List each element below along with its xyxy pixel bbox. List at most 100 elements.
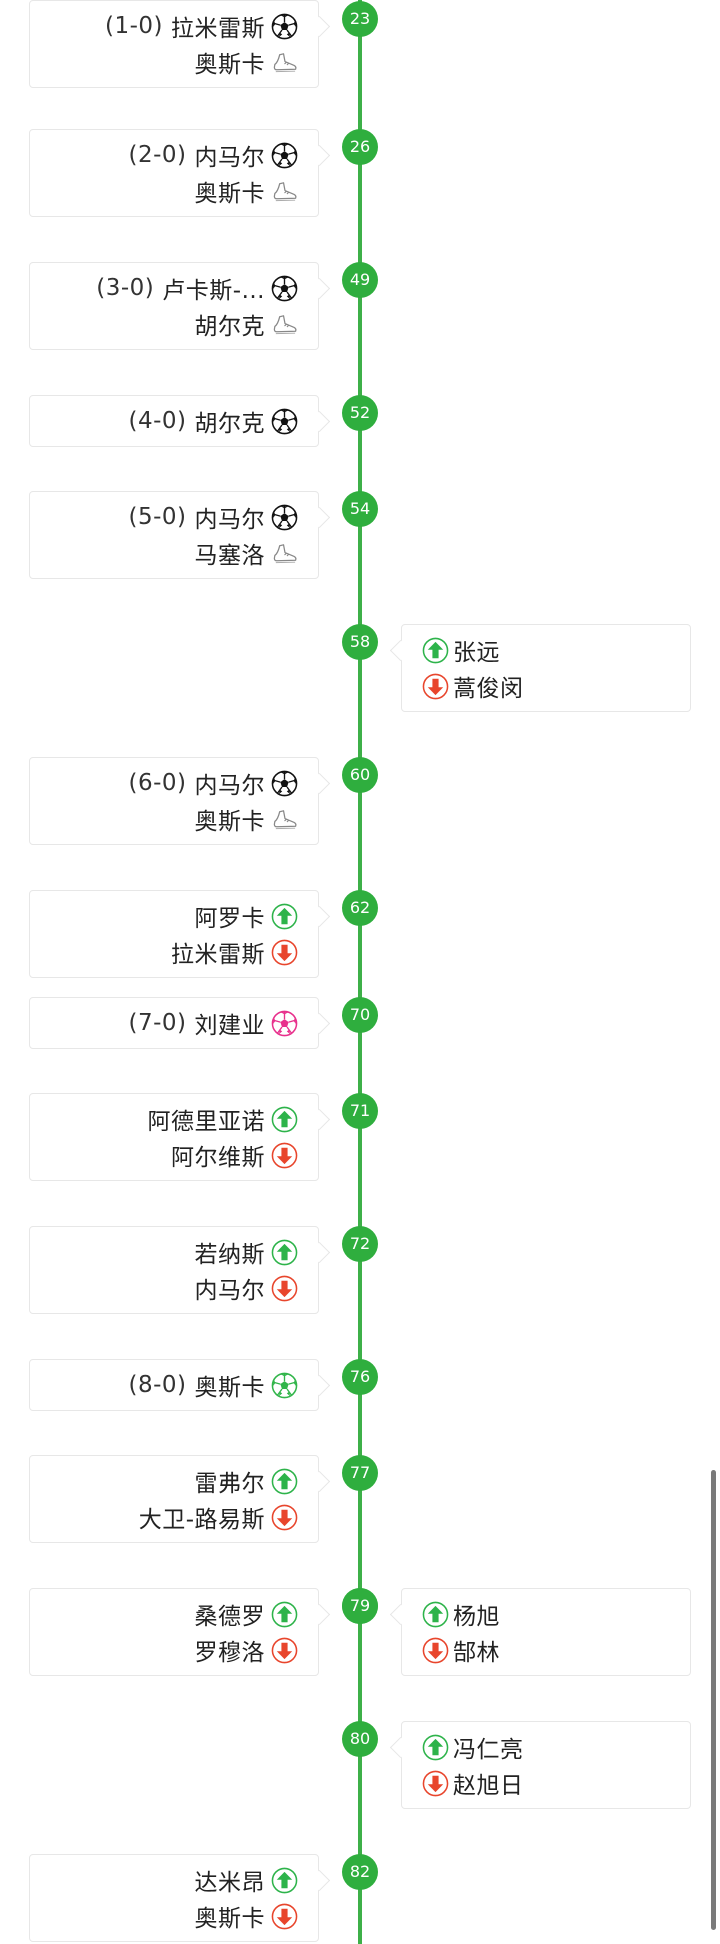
- minute-badge: 52: [342, 395, 378, 431]
- player-name[interactable]: 胡尔克: [194, 314, 265, 340]
- player-name[interactable]: 阿德里亚诺: [147, 1109, 265, 1135]
- event-row: 蒿俊闵: [402, 668, 690, 704]
- sub-in-arrow-icon: [422, 1734, 449, 1761]
- player-name[interactable]: 阿罗卡: [194, 906, 265, 932]
- player-name[interactable]: 雷弗尔: [194, 1471, 265, 1497]
- player-name[interactable]: 张远: [453, 640, 500, 666]
- event-card-left: (2-0) 内马尔奥斯卡: [29, 129, 319, 217]
- player-name[interactable]: 内马尔: [194, 145, 265, 171]
- player-name[interactable]: 拉米雷斯: [171, 16, 265, 42]
- event-row: (3-0)卢卡斯-...: [30, 270, 318, 306]
- soccer-ball-icon: [271, 770, 298, 797]
- sub-in-arrow-icon: [271, 1106, 298, 1133]
- sub-out-arrow-icon: [422, 673, 449, 700]
- minute-badge: 77: [342, 1455, 378, 1491]
- player-name[interactable]: 奥斯卡: [194, 181, 265, 207]
- event-row: 拉米雷斯: [30, 934, 318, 970]
- sub-out-arrow-icon: [271, 1275, 298, 1302]
- scrollbar[interactable]: [711, 1470, 716, 1930]
- event-row: 阿罗卡: [30, 898, 318, 934]
- event-row: 马塞洛: [30, 535, 318, 571]
- sub-out-arrow-icon: [271, 1504, 298, 1531]
- player-name[interactable]: 奥斯卡: [194, 52, 265, 78]
- event-row: 张远: [402, 632, 690, 668]
- player-name[interactable]: 奥斯卡: [194, 1906, 265, 1932]
- minute-badge: 23: [342, 1, 378, 37]
- sub-in-arrow-icon: [271, 1468, 298, 1495]
- event-card-left: 若纳斯内马尔: [29, 1226, 319, 1314]
- event-row: 奥斯卡: [30, 173, 318, 209]
- event-row: 杨旭: [402, 1596, 690, 1632]
- player-name[interactable]: 大卫-路易斯: [138, 1507, 265, 1533]
- event-row: (2-0) 内马尔: [30, 137, 318, 173]
- event-row: 冯仁亮: [402, 1729, 690, 1765]
- event-row: 大卫-路易斯: [30, 1499, 318, 1535]
- player-name[interactable]: 阿尔维斯: [171, 1145, 265, 1171]
- event-row: 达米昂: [30, 1862, 318, 1898]
- score-text: (4-0): [128, 408, 187, 434]
- event-row: 奥斯卡: [30, 1898, 318, 1934]
- event-row: (8-0) 奥斯卡: [30, 1367, 318, 1403]
- player-name[interactable]: 胡尔克: [194, 411, 265, 437]
- score-text: (7-0): [128, 1010, 187, 1036]
- event-row: 阿德里亚诺: [30, 1101, 318, 1137]
- minute-badge: 58: [342, 624, 378, 660]
- player-name[interactable]: 马塞洛: [194, 543, 265, 569]
- event-row: 阿尔维斯: [30, 1137, 318, 1173]
- score-text: (8-0): [128, 1372, 187, 1398]
- minute-badge: 79: [342, 1588, 378, 1624]
- player-name[interactable]: 内马尔: [194, 1278, 265, 1304]
- score-text: (1-0): [104, 13, 163, 39]
- boot-assist-icon: [271, 540, 298, 567]
- player-name[interactable]: 拉米雷斯: [171, 942, 265, 968]
- player-name[interactable]: 杨旭: [453, 1604, 500, 1630]
- player-name[interactable]: 冯仁亮: [453, 1737, 524, 1763]
- event-card-left: (1-0) 拉米雷斯奥斯卡: [29, 0, 319, 88]
- player-name[interactable]: 刘建业: [194, 1013, 265, 1039]
- event-row: 若纳斯: [30, 1234, 318, 1270]
- sub-out-arrow-icon: [271, 939, 298, 966]
- player-name[interactable]: 奥斯卡: [194, 1375, 265, 1401]
- score-text: (2-0): [128, 142, 187, 168]
- player-name[interactable]: 桑德罗: [194, 1604, 265, 1630]
- player-name[interactable]: 内马尔: [194, 507, 265, 533]
- sub-out-arrow-icon: [271, 1637, 298, 1664]
- sub-in-arrow-icon: [271, 903, 298, 930]
- player-name[interactable]: 赵旭日: [453, 1773, 524, 1799]
- event-card-right: 张远蒿俊闵: [401, 624, 691, 712]
- player-name[interactable]: 内马尔: [194, 773, 265, 799]
- sub-in-arrow-icon: [271, 1601, 298, 1628]
- timeline-line: [358, 0, 362, 1944]
- event-row: 雷弗尔: [30, 1463, 318, 1499]
- event-row: (5-0) 内马尔: [30, 499, 318, 535]
- event-row: 罗穆洛: [30, 1632, 318, 1668]
- boot-assist-icon: [271, 49, 298, 76]
- boot-assist-icon: [271, 311, 298, 338]
- event-card-left: (5-0) 内马尔马塞洛: [29, 491, 319, 579]
- event-card-left: (8-0) 奥斯卡: [29, 1359, 319, 1411]
- player-name[interactable]: 奥斯卡: [194, 809, 265, 835]
- player-name[interactable]: 卢卡斯-...: [162, 278, 265, 304]
- event-card-left: (4-0) 胡尔克: [29, 395, 319, 447]
- player-name[interactable]: 若纳斯: [194, 1242, 265, 1268]
- player-name[interactable]: 郜林: [453, 1640, 500, 1666]
- sub-in-arrow-icon: [271, 1867, 298, 1894]
- penalty-ball-icon: [271, 1372, 298, 1399]
- player-name[interactable]: 达米昂: [194, 1870, 265, 1896]
- own-goal-ball-icon: [271, 1010, 298, 1037]
- minute-badge: 72: [342, 1226, 378, 1262]
- event-row: (4-0) 胡尔克: [30, 403, 318, 439]
- event-row: (6-0)内马尔: [30, 765, 318, 801]
- minute-badge: 82: [342, 1854, 378, 1890]
- event-card-left: (3-0)卢卡斯-... 胡尔克: [29, 262, 319, 350]
- player-name[interactable]: 罗穆洛: [194, 1640, 265, 1666]
- sub-in-arrow-icon: [271, 1239, 298, 1266]
- event-row: 奥斯卡: [30, 44, 318, 80]
- minute-badge: 70: [342, 997, 378, 1033]
- event-row: 郜林: [402, 1632, 690, 1668]
- event-card-left: (7-0) 刘建业: [29, 997, 319, 1049]
- player-name[interactable]: 蒿俊闵: [453, 676, 524, 702]
- score-text: (5-0): [128, 504, 187, 530]
- event-row: (7-0) 刘建业: [30, 1005, 318, 1041]
- event-row: 内马尔: [30, 1270, 318, 1306]
